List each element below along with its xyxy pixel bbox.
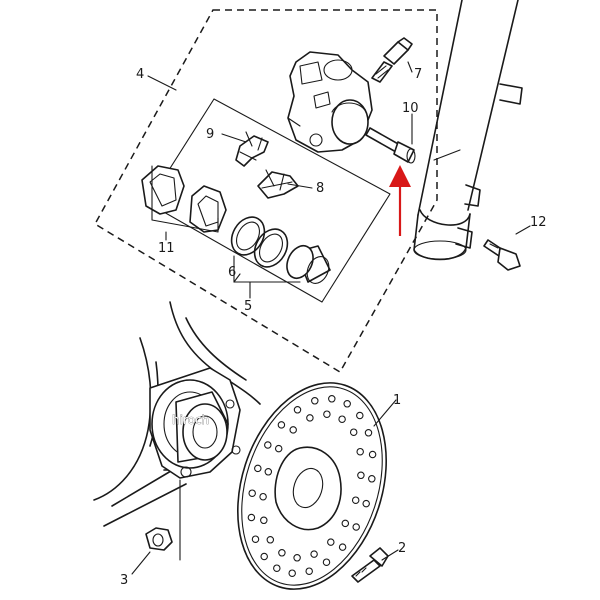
disc-hole <box>264 441 272 449</box>
fork-leg <box>413 0 523 261</box>
disc-hole <box>277 421 286 429</box>
disc-hole <box>323 410 331 418</box>
caliper-body <box>287 51 373 153</box>
callout-6: 6 <box>228 265 236 280</box>
disc-hole <box>260 552 268 561</box>
disc-hole <box>288 569 296 577</box>
piston-seals <box>230 216 289 268</box>
disc-hole <box>293 554 301 562</box>
disc-hole <box>352 523 360 531</box>
disc-hole <box>266 536 275 544</box>
disc-hole <box>368 450 377 459</box>
disc-hole <box>338 415 346 423</box>
disc-hole <box>349 428 358 436</box>
callout-2: 2 <box>398 541 406 556</box>
disc-hole <box>328 395 336 403</box>
disc-hole <box>289 426 297 434</box>
pad-spring-8 <box>257 169 299 199</box>
mounting-bolt-12 <box>483 239 521 271</box>
disc-hole <box>327 538 335 546</box>
disc-hole <box>338 543 347 551</box>
disc-hole <box>274 444 283 453</box>
brake-disc <box>237 382 387 590</box>
wheel-hub <box>93 301 261 527</box>
disc-hole <box>356 411 364 420</box>
disc-holes <box>247 395 377 577</box>
disc-hole <box>305 567 313 575</box>
leader-lines <box>131 61 531 575</box>
brake-pads <box>141 165 227 233</box>
callout-12: 12 <box>530 215 547 230</box>
callout-7: 7 <box>414 67 422 82</box>
disc-hole <box>322 558 331 566</box>
disc-bolt-2 <box>351 547 389 583</box>
disc-hole <box>357 471 365 480</box>
callout-1: 1 <box>393 393 401 408</box>
callout-8: 8 <box>316 181 324 196</box>
callout-11: 11 <box>158 241 175 256</box>
callout-9: 9 <box>206 127 214 142</box>
disc-hole <box>259 492 267 501</box>
disc-hole <box>247 513 256 522</box>
disc-hole <box>310 550 318 558</box>
disc-hole <box>311 397 319 405</box>
spring-clip-9 <box>235 131 269 167</box>
disc-hole <box>364 429 373 437</box>
callout-5: 5 <box>244 299 252 314</box>
disc-hole <box>254 464 262 473</box>
disc-hole <box>251 535 260 543</box>
callout-10: 10 <box>402 101 419 116</box>
disc-hole <box>306 414 314 422</box>
disc-hole <box>343 400 351 408</box>
callout-4: 4 <box>136 67 144 82</box>
disc-hole <box>264 468 273 476</box>
disc-hole <box>362 499 370 508</box>
disc-hole <box>278 549 286 557</box>
disc-hole <box>248 489 256 497</box>
pin-bolt <box>365 127 416 164</box>
disc-hole <box>273 564 281 572</box>
caliper-assembly-boundary <box>93 9 438 374</box>
callout-3: 3 <box>120 573 128 588</box>
disc-hole <box>293 406 302 414</box>
bleed-screw <box>371 37 413 83</box>
hub-nut-3 <box>145 527 173 551</box>
piston <box>286 244 331 284</box>
disc-hole <box>356 447 364 456</box>
disc-hole <box>260 516 268 525</box>
disc-hole <box>368 475 376 483</box>
watermark: hiroch <box>172 413 209 427</box>
disc-hole <box>351 496 360 504</box>
disc-hole <box>341 519 350 528</box>
